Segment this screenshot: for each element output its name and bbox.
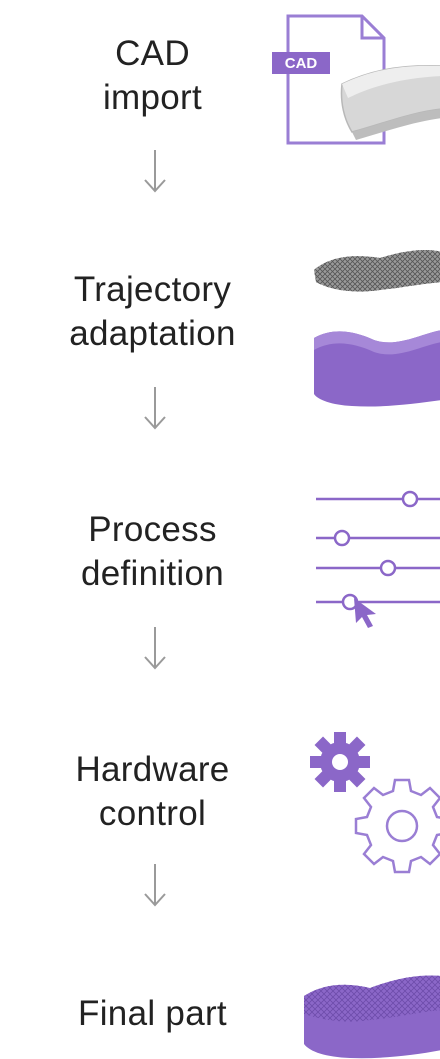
down-arrow-icon bbox=[144, 627, 166, 670]
cad-file-icon: CAD bbox=[272, 14, 440, 145]
step-label-line: adaptation bbox=[69, 314, 236, 353]
gears-icon bbox=[310, 732, 440, 874]
sliders-icon bbox=[316, 490, 440, 628]
step-final-part-label: Final part bbox=[0, 992, 305, 1036]
step-label-line: Final part bbox=[78, 994, 227, 1033]
step-process-definition-label: Process definition bbox=[0, 508, 305, 596]
step-trajectory-adaptation-label: Trajectory adaptation bbox=[0, 268, 305, 356]
down-arrow-icon bbox=[144, 387, 166, 430]
step-label-line: Trajectory bbox=[73, 270, 232, 309]
down-arrow-icon bbox=[144, 864, 166, 907]
step-label-line: control bbox=[98, 794, 207, 833]
adapted-surface-icon bbox=[314, 330, 440, 407]
mesh-surface-icon bbox=[314, 250, 440, 292]
step-label-line: Process bbox=[88, 510, 217, 549]
step-cad-import-label: CAD import bbox=[0, 32, 305, 120]
cad-badge-label: CAD bbox=[285, 55, 318, 72]
step-label-line: definition bbox=[80, 554, 225, 593]
step-label-line: CAD bbox=[115, 34, 190, 73]
step-label-line: Hardware bbox=[75, 750, 230, 789]
down-arrow-icon bbox=[144, 150, 166, 193]
step-hardware-control-label: Hardware control bbox=[0, 748, 305, 836]
step-label-line: import bbox=[102, 78, 203, 117]
final-part-icon bbox=[304, 975, 440, 1059]
